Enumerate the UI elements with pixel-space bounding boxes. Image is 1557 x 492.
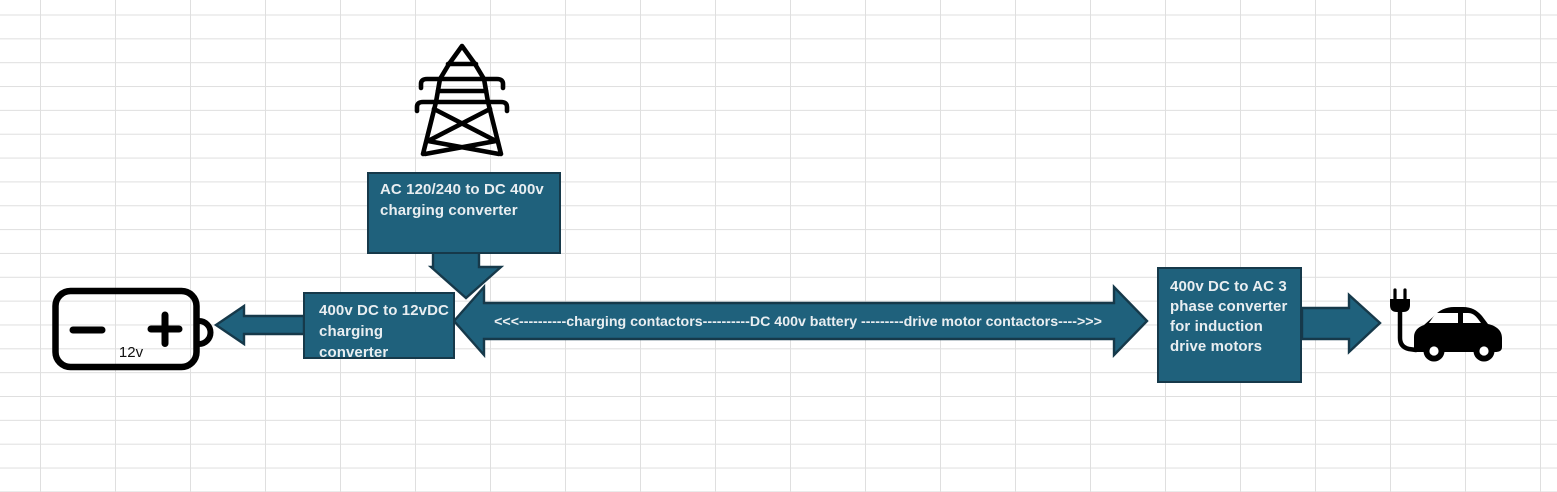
battery-plus-symbol xyxy=(147,311,183,347)
phase-converter-box[interactable]: 400v DC to AC 3 phase converter for indu… xyxy=(1157,267,1302,383)
electric-car-icon[interactable] xyxy=(1390,288,1502,362)
left-arrow[interactable] xyxy=(213,303,306,347)
right-arrow[interactable] xyxy=(1300,292,1382,355)
bus-double-arrow[interactable] xyxy=(452,283,1149,359)
dc-to-12v-converter-label: 400v DC to 12vDC charging converter xyxy=(319,302,449,361)
battery-icon[interactable]: 12v xyxy=(52,287,214,371)
charging-plug-icon xyxy=(1390,288,1419,353)
dc-to-12v-converter-box[interactable]: 400v DC to 12vDC charging converter xyxy=(303,292,455,361)
bus-arrow-label: <<<----------charging contactors--------… xyxy=(494,314,1102,330)
battery-12v-label: 12v xyxy=(119,344,144,361)
down-arrow[interactable] xyxy=(427,249,505,300)
phase-converter-label: 400v DC to AC 3 phase converter for indu… xyxy=(1170,278,1288,355)
transmission-tower-icon[interactable] xyxy=(414,43,510,157)
ac-to-dc-converter-box[interactable]: AC 120/240 to DC 400v charging converter xyxy=(367,172,561,254)
ac-to-dc-converter-label: AC 120/240 to DC 400v charging converter xyxy=(380,181,544,219)
